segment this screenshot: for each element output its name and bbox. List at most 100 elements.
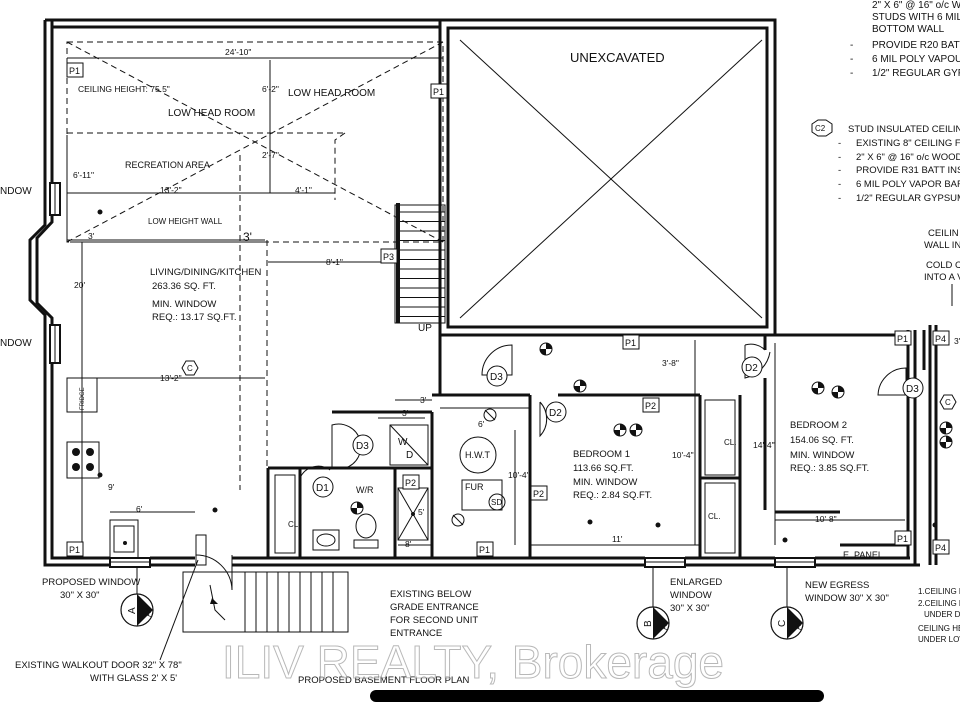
svg-text:LOW HEAD ROOM: LOW HEAD ROOM xyxy=(288,88,375,99)
callout-proposed-window: PROPOSED WINDOW 30" X 30" xyxy=(42,577,140,601)
svg-text:WINDOW: WINDOW xyxy=(670,590,712,601)
svg-text:-: - xyxy=(850,68,853,79)
svg-text:BEDROOM 1: BEDROOM 1 xyxy=(573,449,630,460)
panel-tag-text: P1 xyxy=(69,66,80,76)
svg-text:4'-1": 4'-1" xyxy=(295,185,312,195)
svg-text:10'-4": 10'-4" xyxy=(672,450,694,460)
svg-text:CL.: CL. xyxy=(288,520,300,529)
bathroom-sink xyxy=(312,529,340,551)
svg-text:30" X 30": 30" X 30" xyxy=(670,603,710,614)
panel-tag-text: P1 xyxy=(433,87,444,97)
svg-text:W: W xyxy=(398,437,408,448)
svg-text:CL.: CL. xyxy=(724,438,736,447)
room-label-wr: W/R xyxy=(356,485,374,495)
door-tag-d2: D2 xyxy=(741,356,763,378)
svg-text:ENTRANCE: ENTRANCE xyxy=(390,628,442,639)
svg-text:3'-8": 3'-8" xyxy=(662,358,679,368)
svg-text:-: - xyxy=(850,40,853,51)
svg-text:3': 3' xyxy=(243,230,252,244)
svg-text:PROVIDE R31 BATT INSU: PROVIDE R31 BATT INSU xyxy=(856,165,960,176)
callout-walkout-door: EXISTING WALKOUT DOOR 32" X 78" WITH GLA… xyxy=(15,559,199,684)
svg-text:2" X 6" @ 16" o/c WO: 2" X 6" @ 16" o/c WO xyxy=(872,0,960,11)
notes-c2: C2 STUD INSULATED CEILING -EXISTING 8" C… xyxy=(811,119,960,204)
toilet xyxy=(353,513,379,549)
svg-text:MIN. WINDOW: MIN. WINDOW xyxy=(573,477,637,488)
svg-text:10'-4": 10'-4" xyxy=(508,470,530,480)
egress-window-c xyxy=(774,557,816,568)
section-sheet: A4 xyxy=(144,607,153,617)
svg-text:PROPOSED WINDOW: PROPOSED WINDOW xyxy=(42,577,140,588)
smoke-detector-icon xyxy=(831,385,845,399)
room-label-living: LIVING/DINING/KITCHEN 263.36 SQ. FT. MIN… xyxy=(150,267,262,323)
hot-water-tank: H.W.T xyxy=(459,436,497,474)
svg-text:LIVING/DINING/KITCHEN: LIVING/DINING/KITCHEN xyxy=(150,267,262,278)
svg-text:EXISTING WALKOUT DOOR 32" X 78: EXISTING WALKOUT DOOR 32" X 78" xyxy=(15,660,182,671)
svg-text:CL.: CL. xyxy=(708,512,720,521)
svg-text:FUR: FUR xyxy=(465,482,484,492)
svg-text:BOTTOM WALL: BOTTOM WALL xyxy=(872,24,945,35)
svg-text:6': 6' xyxy=(478,419,485,429)
enlarged-window-b xyxy=(644,557,686,568)
smoke-detector-icon xyxy=(613,423,627,437)
ceiling-tag-text: C xyxy=(187,364,193,373)
svg-text:H.W.T: H.W.T xyxy=(465,450,490,460)
svg-text:GRADE ENTRANCE: GRADE ENTRANCE xyxy=(390,602,479,613)
panel-tag-text: P1 xyxy=(897,334,908,344)
outlet-marker xyxy=(655,522,661,528)
furnace: FUR SD xyxy=(451,408,506,527)
svg-text:WINDOW 30" X 30": WINDOW 30" X 30" xyxy=(805,593,889,604)
svg-text:CEILING HE: CEILING HE xyxy=(918,624,960,633)
e-panel-label: E. PANEL xyxy=(843,550,883,560)
svg-text:STUDS WITH 6 MIL P: STUDS WITH 6 MIL P xyxy=(872,12,960,23)
svg-text:-: - xyxy=(838,152,841,163)
svg-text:6'-2": 6'-2" xyxy=(262,84,279,94)
section-marker-c: C A4 xyxy=(770,567,804,640)
panel-tag-text: P1 xyxy=(897,534,908,544)
outlet-marker xyxy=(97,472,103,478)
low-head-room-zone: CEILING HEIGHT: 75.5" LOW HEAD ROOM LOW … xyxy=(66,41,444,243)
door-tag-text: D2 xyxy=(745,363,758,374)
door-tag-text: D3 xyxy=(490,372,503,383)
closet-bed2: CL. xyxy=(704,482,736,554)
section-letter: C xyxy=(777,620,788,627)
svg-text:14'-4": 14'-4" xyxy=(753,440,775,450)
notes-right: CEILIN WALL IN COLD C INTO A V xyxy=(924,228,960,306)
section-letter: A xyxy=(127,607,138,614)
section-sheet: A4 xyxy=(660,620,669,630)
svg-text:CEILING HEIGHT: 75.5": CEILING HEIGHT: 75.5" xyxy=(78,84,170,94)
panel-tag-text: P2 xyxy=(405,478,416,488)
smoke-detector-icon xyxy=(573,379,587,393)
panel-tag-text: P3 xyxy=(383,252,394,262)
panel-tag-text: P2 xyxy=(645,401,656,411)
svg-text:-: - xyxy=(838,138,841,149)
svg-text:13'-2": 13'-2" xyxy=(160,185,182,195)
svg-text:2" X 6" @ 16" o/c WOOD: 2" X 6" @ 16" o/c WOOD xyxy=(856,152,960,163)
panel-tag-text: P1 xyxy=(479,545,490,555)
door-tag-text: D3 xyxy=(356,441,369,452)
panel-tag-p1: P1 xyxy=(894,530,912,546)
unexcavated-area: UNEXCAVATED xyxy=(438,18,910,337)
panel-tag-p1: P1 xyxy=(476,541,494,557)
svg-text:C2: C2 xyxy=(815,124,826,133)
panel-tag-p2: P2 xyxy=(402,474,420,490)
svg-text:INTO A V: INTO A V xyxy=(924,272,960,283)
svg-text:WALL IN: WALL IN xyxy=(924,240,960,251)
svg-text:WITH GLASS 2' X 5': WITH GLASS 2' X 5' xyxy=(90,673,177,684)
stove xyxy=(66,441,100,479)
section-letter: B xyxy=(643,620,654,627)
svg-text:NEW EGRESS: NEW EGRESS xyxy=(805,580,869,591)
svg-text:REQ.: 2.84 SQ.FT.: REQ.: 2.84 SQ.FT. xyxy=(573,490,652,501)
svg-text:UP: UP xyxy=(418,323,432,334)
panel-tag-p1: P1 xyxy=(894,330,912,346)
stairs: UP xyxy=(394,203,446,334)
svg-text:FOR SECOND UNIT: FOR SECOND UNIT xyxy=(390,615,478,626)
svg-text:RECREATION AREA: RECREATION AREA xyxy=(125,160,210,170)
door-tag-text: D3 xyxy=(906,384,919,395)
svg-text:24'-10": 24'-10" xyxy=(225,47,251,57)
panel-tag-text: P2 xyxy=(533,489,544,499)
section-sheet: A4 xyxy=(794,620,803,630)
panel-tag-p1: P1 xyxy=(430,83,448,99)
scrollbar-strip xyxy=(370,690,824,702)
dimension-labels: 24'-10" 6'-2" 2'-7" 6'-11" 13'-2" 4'-1" … xyxy=(73,47,960,549)
